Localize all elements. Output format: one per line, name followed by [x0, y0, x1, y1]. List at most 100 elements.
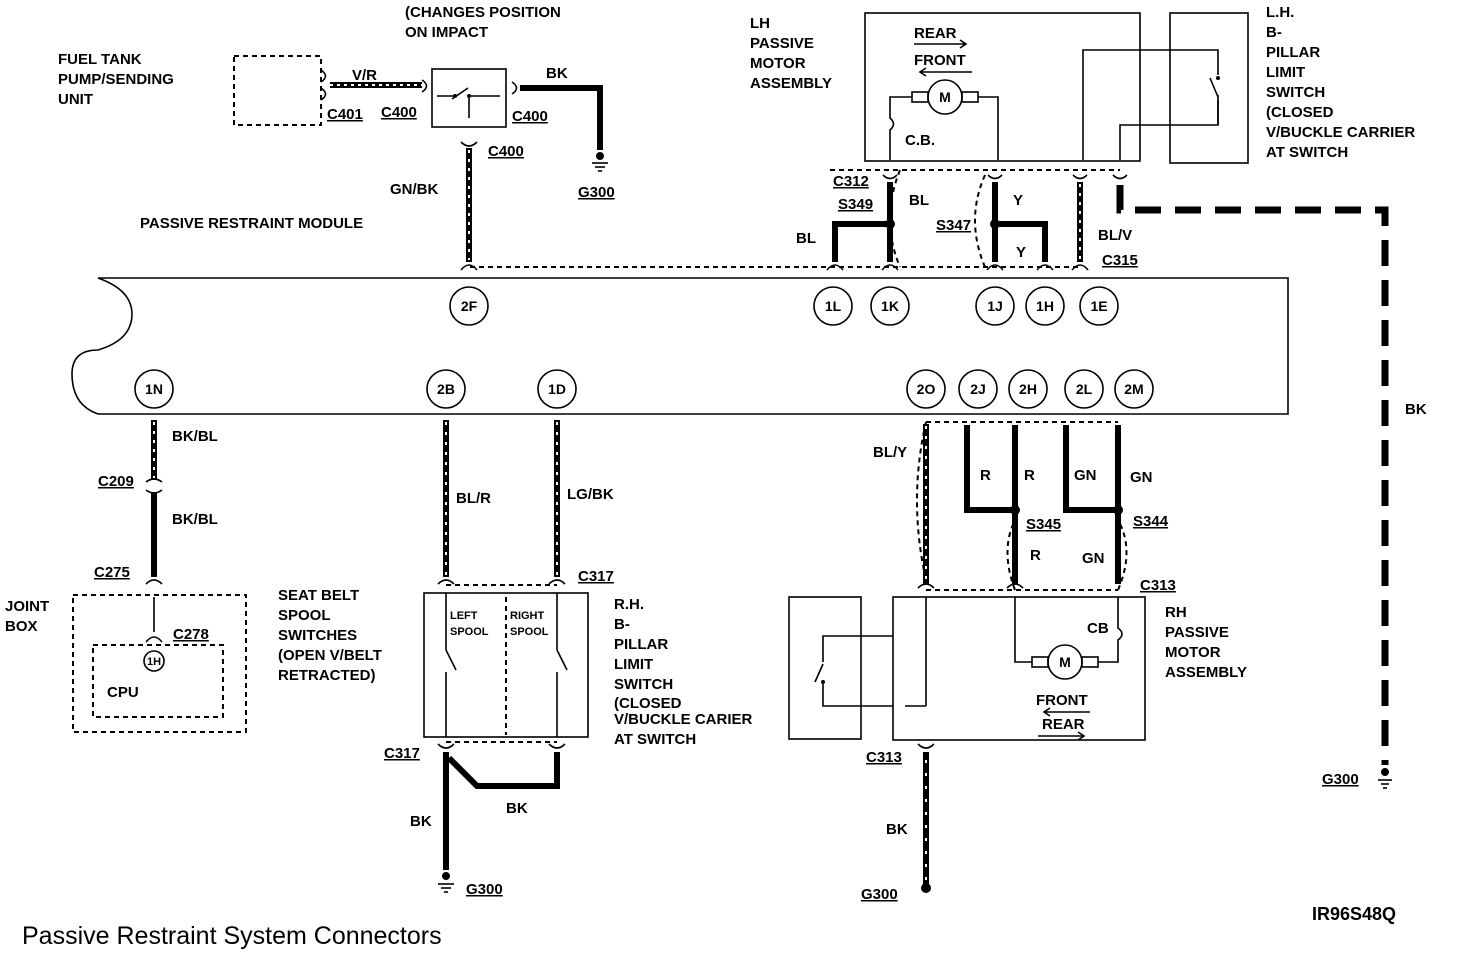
pin-2B: 2B — [437, 381, 455, 397]
lh-limit-switch-group: L.H. B- PILLAR LIMIT SWITCH (CLOSED V/BU… — [1128, 4, 1415, 164]
pin-2L: 2L — [1076, 381, 1093, 397]
svg-text:M: M — [939, 89, 951, 105]
svg-text:GN: GN — [1082, 550, 1105, 567]
svg-text:G300: G300 — [861, 886, 898, 903]
svg-text:R.H.: R.H. — [614, 596, 644, 613]
svg-text:C401: C401 — [327, 106, 363, 123]
svg-text:C400: C400 — [512, 108, 548, 125]
ground-g300-top — [592, 152, 608, 172]
svg-text:S344: S344 — [1133, 513, 1169, 530]
svg-text:LIMIT: LIMIT — [1266, 64, 1305, 81]
pin-1L: 1L — [825, 298, 842, 314]
svg-text:1H: 1H — [147, 656, 161, 668]
pin-1K: 1K — [881, 298, 899, 314]
svg-text:BL/V: BL/V — [1098, 227, 1132, 244]
svg-text:C317: C317 — [384, 745, 420, 762]
svg-text:RH: RH — [1165, 604, 1187, 621]
svg-text:C317: C317 — [578, 568, 614, 585]
spool-switch-group: BL/R LG/BK C317 LEFT SPOOL RIGHT SPOOL C… — [278, 420, 753, 898]
svg-text:V/BUCKLE CARIER: V/BUCKLE CARIER — [614, 711, 753, 728]
svg-text:PASSIVE: PASSIVE — [1165, 624, 1229, 641]
ground-g300-spool — [438, 872, 454, 893]
svg-text:BL/R: BL/R — [456, 490, 491, 507]
pin-1J: 1J — [987, 298, 1003, 314]
svg-text:BL/Y: BL/Y — [873, 444, 907, 461]
module-pins-top: 2F 1L 1K 1J 1H 1E — [449, 286, 1119, 326]
pin-1E: 1E — [1090, 298, 1107, 314]
svg-text:(CLOSED: (CLOSED — [614, 695, 682, 712]
lh-harness: BL BL Y Y BL/V C312 S349 S347 C315 BK G3… — [796, 169, 1427, 789]
svg-text:(CLOSED: (CLOSED — [1266, 104, 1334, 121]
svg-text:BK/BL: BK/BL — [172, 428, 218, 445]
svg-text:G300: G300 — [578, 184, 615, 201]
pin-2J: 2J — [970, 381, 986, 397]
svg-text:PASSIVE RESTRAINT MODULE: PASSIVE RESTRAINT MODULE — [140, 215, 363, 232]
module-pins-bottom: 1N 2B 1D 2O 2J 2H 2L 2M — [134, 369, 1154, 409]
cpu-box — [92, 644, 224, 718]
svg-text:JOINT: JOINT — [5, 598, 49, 615]
svg-text:V/R: V/R — [352, 67, 377, 84]
svg-text:UNIT: UNIT — [58, 91, 93, 108]
svg-text:BK: BK — [546, 65, 568, 82]
svg-text:SWITCH: SWITCH — [614, 676, 673, 693]
svg-text:G300: G300 — [1322, 771, 1359, 788]
svg-text:REAR: REAR — [914, 25, 957, 42]
pin-2H: 2H — [1019, 381, 1037, 397]
joint-box — [72, 594, 247, 733]
pin-2M: 2M — [1124, 381, 1143, 397]
pin-1D: 1D — [548, 381, 566, 397]
svg-text:S347: S347 — [936, 217, 971, 234]
lh-limit-switch-box — [1169, 12, 1249, 164]
svg-text:BK: BK — [1405, 401, 1427, 418]
svg-text:FUEL TANK: FUEL TANK — [58, 51, 142, 68]
svg-text:GN: GN — [1074, 467, 1097, 484]
rh-motor-assembly-box — [892, 596, 1146, 741]
svg-text:SWITCHES: SWITCHES — [278, 627, 357, 644]
svg-text:BK: BK — [410, 813, 432, 830]
svg-text:S349: S349 — [838, 196, 873, 213]
svg-text:Y: Y — [1013, 192, 1023, 209]
figure-code: IR96S48Q — [1312, 904, 1396, 924]
wire-gnbk: GN/BK PASSIVE RESTRAINT MODULE — [140, 141, 478, 271]
svg-text:PILLAR: PILLAR — [614, 636, 668, 653]
lh-motor-group: LH PASSIVE MOTOR ASSEMBLY REAR FRONT M C… — [750, 12, 1219, 162]
svg-text:C315: C315 — [1102, 252, 1138, 269]
rh-motor-group: BL/Y R R R GN GN GN S345 S344 C313 M CB … — [788, 421, 1247, 903]
svg-text:SPOOL: SPOOL — [450, 626, 489, 638]
svg-text:BK: BK — [886, 821, 908, 838]
svg-text:REAR: REAR — [1042, 716, 1085, 733]
svg-text:G300: G300 — [466, 881, 503, 898]
pin-2F: 2F — [461, 298, 478, 314]
svg-text:RIGHT: RIGHT — [510, 610, 545, 622]
svg-text:AT SWITCH: AT SWITCH — [614, 731, 696, 748]
svg-text:(OPEN V/BELT: (OPEN V/BELT — [278, 647, 382, 664]
pin-2O: 2O — [917, 381, 936, 397]
svg-text:RETRACTED): RETRACTED) — [278, 667, 376, 684]
svg-text:L.H.: L.H. — [1266, 4, 1294, 21]
svg-text:CPU: CPU — [107, 684, 139, 701]
svg-text:BK/BL: BK/BL — [172, 511, 218, 528]
passive-restraint-module-box — [71, 277, 1289, 415]
svg-text:BK: BK — [506, 800, 528, 817]
svg-text:PASSIVE: PASSIVE — [750, 35, 814, 52]
svg-text:(CHANGES POSITION: (CHANGES POSITION — [405, 4, 561, 21]
svg-text:GN/BK: GN/BK — [390, 181, 439, 198]
svg-text:S345: S345 — [1026, 516, 1061, 533]
svg-text:C400: C400 — [381, 104, 417, 121]
lh-motor-assembly-box — [864, 12, 1141, 162]
svg-text:R: R — [1030, 547, 1041, 564]
svg-text:LG/BK: LG/BK — [567, 486, 614, 503]
svg-text:MOTOR: MOTOR — [750, 55, 806, 72]
svg-text:BL: BL — [796, 230, 816, 247]
svg-text:ON IMPACT: ON IMPACT — [405, 24, 488, 41]
pin-1H: 1H — [1036, 298, 1054, 314]
pin-1N: 1N — [145, 381, 163, 397]
inertia-switch-box — [431, 68, 507, 128]
diagram-title: Passive Restraint System Connectors — [22, 922, 442, 950]
svg-text:C312: C312 — [833, 173, 869, 190]
svg-text:C278: C278 — [173, 626, 209, 643]
svg-text:R: R — [980, 467, 991, 484]
svg-text:BL: BL — [909, 192, 929, 209]
svg-text:SWITCH: SWITCH — [1266, 84, 1325, 101]
